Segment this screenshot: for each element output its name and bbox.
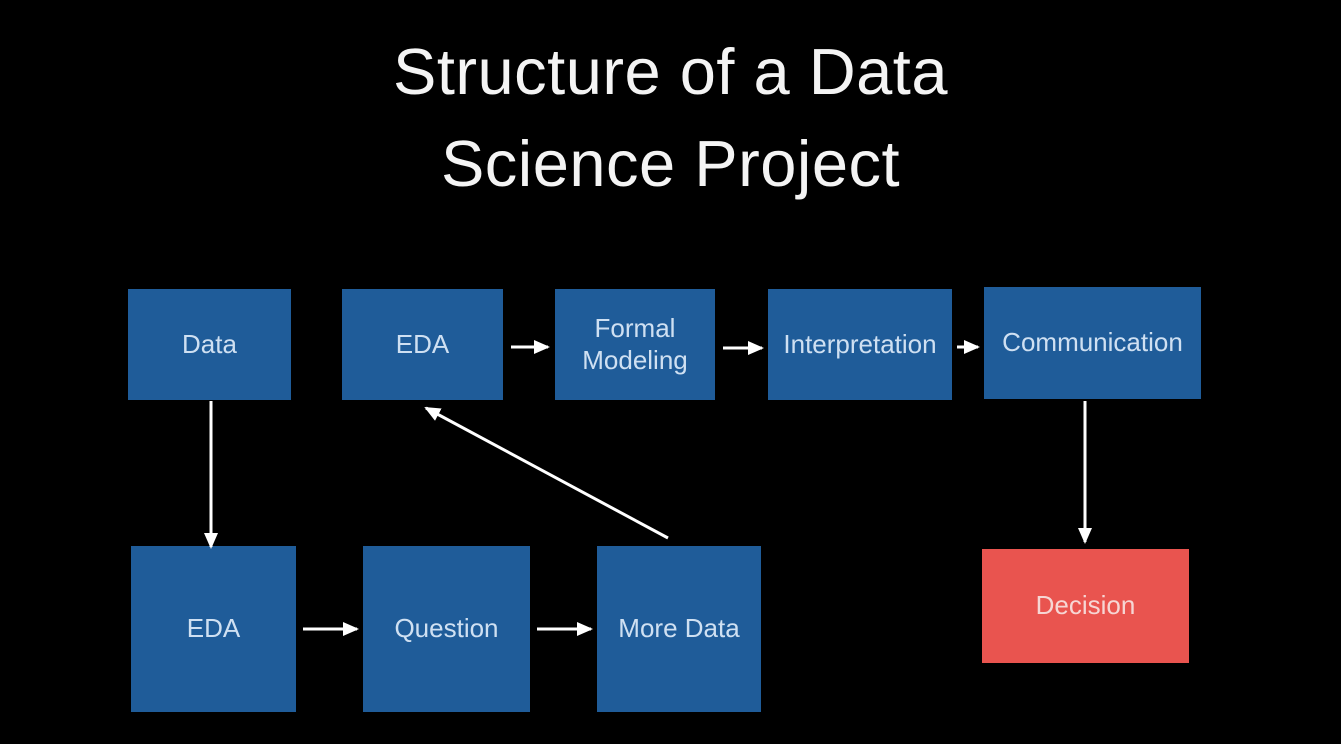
node-label: Data (182, 328, 237, 359)
node-label: Decision (1035, 590, 1136, 621)
node-eda-main: EDA (342, 289, 503, 400)
node-label: Question (394, 613, 499, 644)
node-label: Formal Modeling (582, 313, 688, 375)
node-label: EDA (395, 328, 450, 359)
node-label: EDA (186, 613, 241, 644)
node-decision: Decision (982, 549, 1189, 663)
node-interpretation: Interpretation (768, 289, 952, 400)
slide-title-line-2: Science Project (440, 127, 901, 201)
slide-title-line-1: Structure of a Data (392, 35, 949, 108)
arrow-more-data-to-eda-main (424, 406, 669, 540)
slide-title: Structure of a Data Science Project (0, 26, 1341, 211)
node-label: Communication (1002, 327, 1183, 358)
node-data: Data (128, 289, 291, 400)
node-communication: Communication (984, 287, 1201, 399)
node-label: More Data (618, 613, 740, 644)
node-formal-modeling: Formal Modeling (555, 289, 715, 400)
node-more-data: More Data (597, 546, 761, 712)
node-question: Question (363, 546, 530, 712)
node-eda-loop: EDA (131, 546, 296, 712)
node-label: Interpretation (783, 328, 937, 359)
